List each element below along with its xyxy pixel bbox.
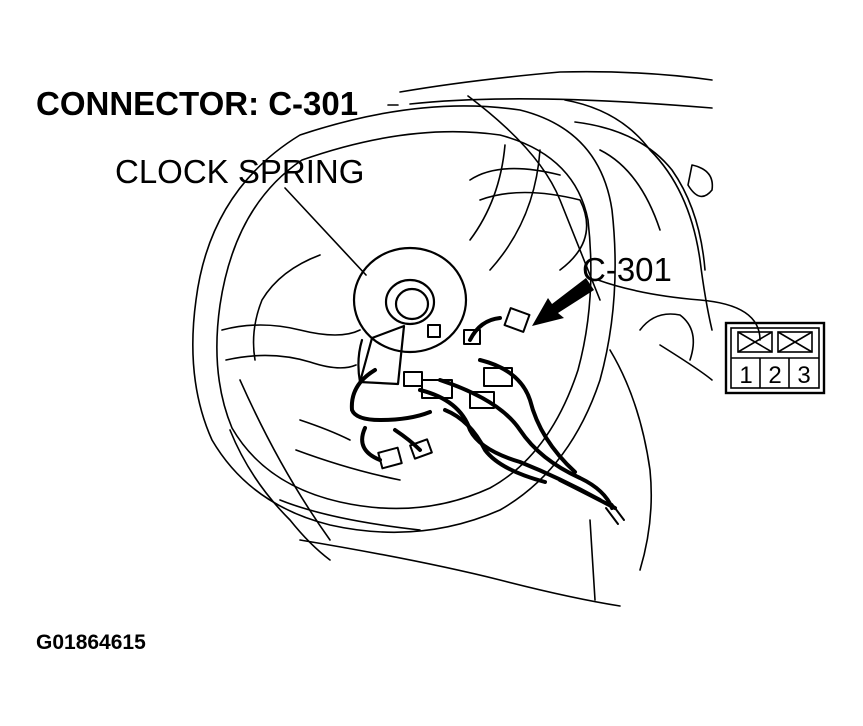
connector-pin-1: 1 (739, 362, 753, 389)
steering-wheel-rim (192, 105, 616, 534)
steering-wheel-spokes (221, 144, 541, 481)
clock-spring (352, 246, 468, 386)
wire-harness (349, 316, 617, 510)
connector-pin-2: 2 (768, 362, 782, 389)
c301-arrow (532, 278, 594, 326)
clock-spring-callout: CLOCK SPRING (115, 153, 365, 190)
connectors (377, 307, 625, 525)
connector-face (724, 321, 826, 395)
connector-callout: C-301 (582, 251, 672, 288)
leader-lines (284, 104, 399, 276)
figure-id: G01864615 (36, 631, 146, 654)
diagram-title: CONNECTOR: C-301 (36, 85, 359, 122)
dashboard-outline (229, 70, 761, 607)
connector-pin-3: 3 (797, 362, 811, 389)
